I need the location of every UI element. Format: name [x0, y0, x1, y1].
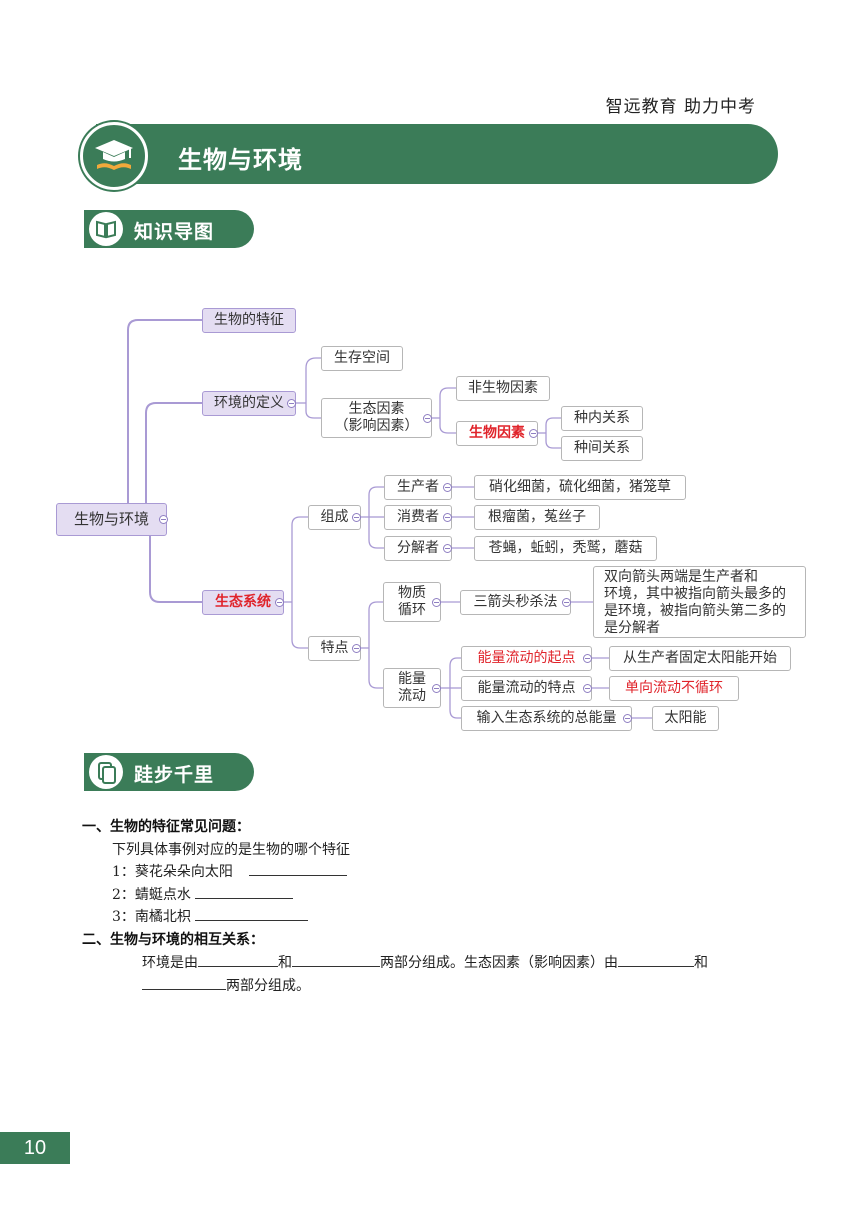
- mindmap-node-eco-factors: 生态因素 （影响因素）: [321, 398, 432, 438]
- title-banner: [96, 124, 778, 184]
- mindmap-node-energy-total: 输入生态系统的总能量: [461, 706, 632, 731]
- collapse-icon[interactable]: [562, 598, 571, 607]
- answer-blank[interactable]: [292, 953, 380, 967]
- trick-note-line4: 是分解者: [604, 620, 660, 636]
- answer-blank[interactable]: [198, 953, 278, 967]
- collapse-icon[interactable]: [583, 684, 592, 693]
- collapse-icon[interactable]: [423, 414, 432, 423]
- collapse-icon[interactable]: [287, 399, 296, 408]
- collapse-icon[interactable]: [432, 684, 441, 693]
- mindmap-node-ecosystem: 生态系统: [202, 590, 284, 615]
- answer-blank[interactable]: [195, 907, 309, 921]
- trick-note-line2: 环境，其中被指向箭头最多的: [604, 586, 786, 602]
- question-2-part-3: 两部分组成。生态因素（影响因素）由: [380, 955, 618, 971]
- mindmap-node-consumer: 消费者: [384, 505, 452, 530]
- section-badge-mindmap: [89, 212, 123, 246]
- mindmap-node-intraspecific: 种内关系: [561, 406, 643, 431]
- question-2-part-1: 环境是由: [142, 955, 198, 971]
- section-title-practice: 跬步千里: [134, 764, 215, 786]
- question-2-line-1: 环境是由 和 两部分组成。生态因素（影响因素）由 和: [142, 952, 708, 972]
- mindmap-node-abiotic: 非生物因素: [456, 376, 550, 401]
- question-1-item-3: 3：南橘北枳: [112, 906, 309, 926]
- mindmap-node-composition: 组成: [308, 505, 361, 530]
- mindmap-node-energy-start: 能量流动的起点: [461, 646, 592, 671]
- question-2-line-2: 两部分组成。: [142, 975, 310, 995]
- mindmap-node-features: 生物的特征: [202, 308, 296, 333]
- question-1-title: 一、生物的特征常见问题：: [82, 819, 250, 835]
- mindmap-node-trick-note: 双向箭头两端是生产者和 环境，其中被指向箭头最多的 是环境，被指向箭头第二多的 …: [593, 566, 806, 638]
- mindmap-node-energy-total-answer: 太阳能: [652, 706, 719, 731]
- trick-note-line3: 是环境，被指向箭头第二多的: [604, 603, 786, 619]
- mindmap-node-matter-cycle: 物质 循环: [383, 582, 441, 622]
- mindmap-node-energy-start-answer: 从生产者固定太阳能开始: [609, 646, 791, 671]
- question-1-item-1: 1：葵花朵朵向太阳: [112, 861, 348, 881]
- collapse-icon[interactable]: [432, 598, 441, 607]
- title-badge: [80, 122, 148, 190]
- graduation-cap-book-icon: [95, 140, 133, 170]
- mindmap-node-energy-feature: 能量流动的特点: [461, 676, 592, 701]
- collapse-icon[interactable]: [443, 513, 452, 522]
- open-book-icon: [96, 220, 116, 239]
- question-2-part-5: 两部分组成。: [226, 978, 310, 994]
- mindmap-node-biotic: 生物因素: [456, 421, 538, 446]
- question-2-title: 二、生物与环境的相互关系：: [82, 932, 264, 948]
- eco-factors-line2: （影响因素）: [334, 418, 419, 434]
- trick-note-line1: 双向箭头两端是生产者和: [604, 569, 758, 585]
- question-2-part-2: 和: [278, 955, 292, 971]
- matter-cycle-line2: 循环: [398, 602, 426, 618]
- brand-slogan: 智远教育 助力中考: [605, 97, 756, 117]
- collapse-icon[interactable]: [352, 513, 361, 522]
- mindmap-node-living-space: 生存空间: [321, 346, 403, 371]
- collapse-icon[interactable]: [623, 714, 632, 723]
- collapse-icon[interactable]: [275, 598, 284, 607]
- question-2-part-4: 和: [694, 955, 708, 971]
- matter-cycle-line1: 物质: [398, 585, 426, 601]
- section-title-mindmap: 知识导图: [134, 221, 215, 243]
- collapse-icon[interactable]: [443, 544, 452, 553]
- section-badge-practice: [89, 755, 123, 789]
- question-1-item-3-text: 3：南橘北枳: [112, 909, 191, 925]
- collapse-icon[interactable]: [352, 644, 361, 653]
- stacked-pages-icon: [98, 762, 116, 784]
- mindmap-node-decomposer: 分解者: [384, 536, 452, 561]
- answer-blank[interactable]: [249, 862, 348, 876]
- mindmap-node-three-arrow-trick: 三箭头秒杀法: [460, 590, 571, 615]
- energy-flow-line1: 能量: [398, 671, 426, 687]
- mindmap-node-interspecific: 种间关系: [561, 436, 643, 461]
- answer-blank[interactable]: [195, 885, 294, 899]
- mindmap-connectors: [127, 319, 652, 719]
- question-1-item-2-text: 2：蜻蜓点水: [112, 887, 191, 903]
- page-title: 生物与环境: [178, 146, 303, 174]
- eco-factors-line1: 生态因素: [348, 401, 405, 417]
- mindmap-node-decomposer-examples: 苍蝇，蚯蚓，秃鹫，蘑菇: [474, 536, 657, 561]
- page-number: 10: [0, 1132, 70, 1164]
- question-1-intro: 下列具体事例对应的是生物的哪个特征: [112, 842, 350, 858]
- mindmap-node-energy-flow: 能量 流动: [383, 668, 441, 708]
- answer-blank[interactable]: [142, 976, 226, 990]
- collapse-icon[interactable]: [159, 515, 168, 524]
- mindmap-root: 生物与环境: [56, 503, 167, 536]
- collapse-icon[interactable]: [443, 483, 452, 492]
- collapse-icon[interactable]: [529, 429, 538, 438]
- mindmap-node-producer-examples: 硝化细菌，硫化细菌，猪笼草: [474, 475, 686, 500]
- mindmap-node-environment: 环境的定义: [202, 391, 296, 416]
- mindmap-node-producer: 生产者: [384, 475, 452, 500]
- mindmap-node-consumer-examples: 根瘤菌，菟丝子: [474, 505, 600, 530]
- question-1-item-1-text: 1：葵花朵朵向太阳: [112, 864, 233, 880]
- energy-flow-line2: 流动: [398, 688, 426, 704]
- mindmap-node-energy-feature-answer: 单向流动不循环: [609, 676, 739, 701]
- question-1-item-2: 2：蜻蜓点水: [112, 884, 294, 904]
- answer-blank[interactable]: [618, 953, 694, 967]
- collapse-icon[interactable]: [583, 654, 592, 663]
